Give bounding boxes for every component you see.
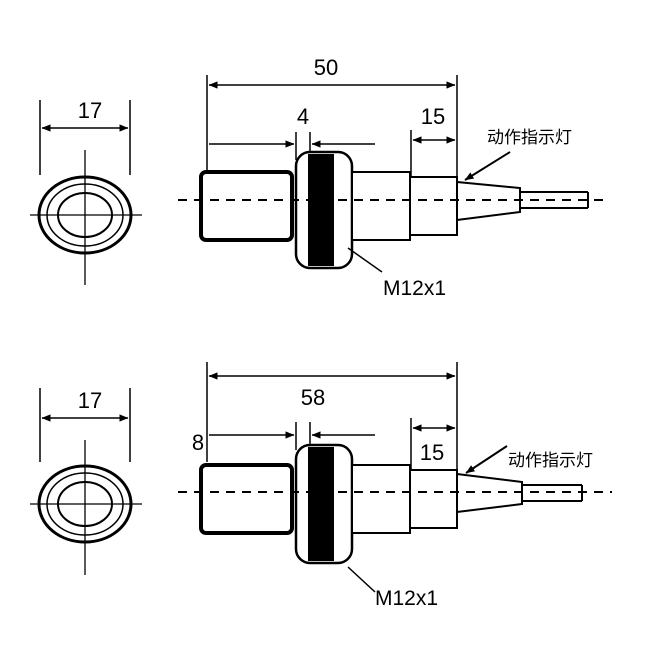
cable-segment-label: 15 <box>421 104 445 129</box>
diameter-label: 17 <box>78 388 102 413</box>
sensing-length-label: 8 <box>192 430 204 455</box>
indicator-housing <box>409 469 458 529</box>
thread-leader <box>347 566 376 593</box>
sensing-head <box>199 170 294 242</box>
sensing-length-label: 4 <box>297 104 309 129</box>
threaded-body <box>351 171 411 241</box>
diameter-label: 17 <box>78 98 102 123</box>
sensor-diagram-58: 17 58 8 15 <box>30 362 612 610</box>
indicator-leader <box>464 151 511 181</box>
end-view-top: 17 <box>30 98 142 285</box>
nut-band <box>308 447 334 561</box>
end-view-bottom: 17 <box>30 388 142 575</box>
thread-label: M12x1 <box>375 587 438 610</box>
sensor-diagram-50: 17 50 4 15 <box>30 55 605 300</box>
side-view-bottom <box>178 443 612 565</box>
indicator-label: 动作指示灯 <box>487 128 572 147</box>
cable-segment-label: 15 <box>420 440 444 465</box>
indicator-housing <box>409 176 458 236</box>
thread-label: M12x1 <box>383 277 446 300</box>
side-view-top <box>178 150 605 270</box>
nut-band <box>308 154 334 266</box>
overall-length-label: 50 <box>314 55 338 80</box>
indicator-label: 动作指示灯 <box>508 451 593 470</box>
sensing-head <box>199 463 294 535</box>
threaded-body <box>351 464 411 534</box>
thread-leader <box>347 247 383 273</box>
overall-length-label: 58 <box>301 385 325 410</box>
indicator-leader <box>465 445 508 474</box>
